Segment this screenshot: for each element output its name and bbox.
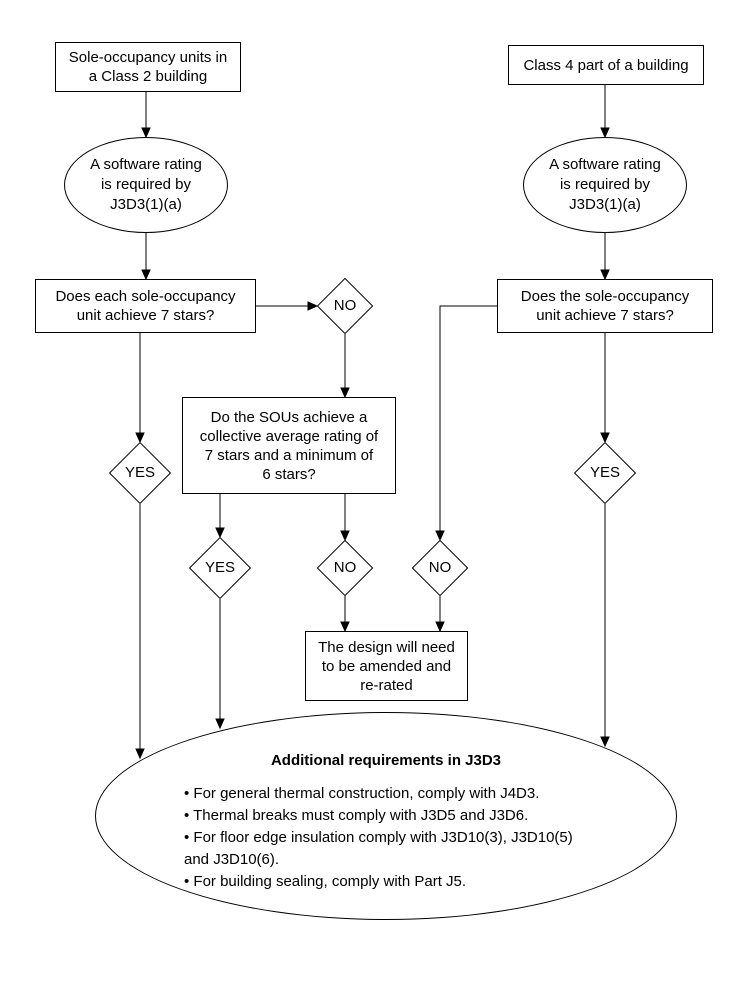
arrow-class2-to-rating [141, 92, 151, 139]
additional-requirements-list: • For general thermal construction, comp… [184, 785, 573, 890]
arrow-rating-left-to-question [141, 233, 151, 281]
additional-requirements-title: Additional requirements in J3D3 [270, 752, 502, 769]
arrow-no-to-collective [340, 334, 350, 399]
diamond-yes-2: YES [188, 536, 252, 600]
arrow-no2-to-amend [340, 596, 350, 633]
arrow-yes1-to-additional [135, 504, 145, 760]
arrow-class4-to-rating [600, 85, 610, 139]
node-question-single-sou: Does the sole-occupancy unit achieve 7 s… [497, 279, 713, 333]
node-class4-start: Class 4 part of a building [508, 45, 704, 85]
arrow-collective-to-no [340, 494, 350, 542]
node-additional-requirements: Additional requirements in J3D3 • For ge… [95, 712, 677, 920]
node-software-rating-left: A software rating is required by J3D3(1)… [64, 137, 228, 233]
arrow-no3-to-amend [435, 596, 445, 633]
diamond-no-2: NO [316, 539, 374, 597]
arrow-question-single-to-yes [600, 333, 610, 444]
diamond-yes-1-label: YES [124, 464, 155, 481]
diamond-no-3: NO [411, 539, 469, 597]
arrow-yes2-to-additional [215, 599, 225, 730]
node-question-collective-rating: Do the SOUs achieve a collective average… [182, 397, 396, 494]
node-software-rating-right: A software rating is required by J3D3(1)… [523, 137, 687, 233]
arrow-question-single-to-no [435, 305, 497, 542]
arrow-question-each-to-no [256, 301, 319, 311]
diamond-yes-3-label: YES [589, 464, 620, 481]
diamond-yes-3: YES [573, 441, 637, 505]
diamond-yes-1: YES [108, 441, 172, 505]
node-amend-rerate: The design will need to be amended and r… [305, 631, 468, 701]
diamond-no-1: NO [316, 277, 374, 335]
diamond-no-3-label: NO [428, 559, 452, 576]
arrow-question-each-to-yes [135, 333, 145, 444]
node-class2-start: Sole-occupancy units in a Class 2 buildi… [55, 42, 241, 92]
arrow-yes3-to-additional [600, 504, 610, 748]
node-question-each-sou: Does each sole-occupancy unit achieve 7 … [35, 279, 256, 333]
diamond-no-2-label: NO [333, 559, 357, 576]
diamond-no-1-label: NO [333, 297, 357, 314]
arrow-collective-to-yes [215, 494, 225, 539]
diamond-yes-2-label: YES [204, 559, 235, 576]
arrow-rating-right-to-question [600, 233, 610, 281]
